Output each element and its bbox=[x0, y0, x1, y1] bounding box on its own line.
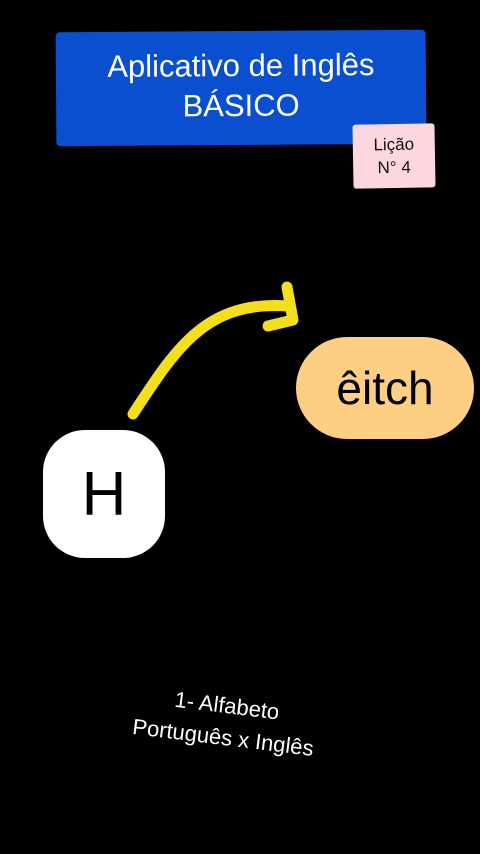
app-subtitle: BÁSICO bbox=[182, 87, 300, 124]
pronunciation-pill: êitch bbox=[296, 337, 474, 439]
letter-text: H bbox=[81, 459, 127, 529]
lesson-number: N° 4 bbox=[377, 157, 411, 178]
pronunciation-text: êitch bbox=[336, 362, 434, 414]
lesson-badge: Lição N° 4 bbox=[352, 123, 436, 189]
arrow-head bbox=[262, 281, 299, 332]
lesson-label: Lição bbox=[373, 134, 415, 155]
app-title: Aplicativo de Inglês bbox=[107, 47, 375, 84]
letter-card: H bbox=[43, 430, 165, 558]
arrow-shaft bbox=[127, 300, 294, 420]
lesson-caption: 1- Alfabeto Português x Inglês bbox=[57, 670, 392, 774]
